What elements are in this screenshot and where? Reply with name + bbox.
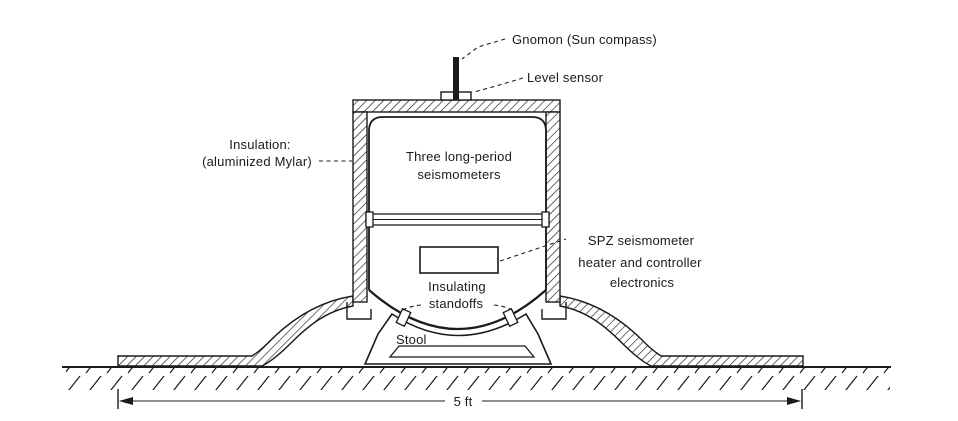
stool-label: Stool [396,332,427,347]
thermal-skirt-right [559,295,804,367]
housing-foot-right [541,302,567,320]
spz-label-line3: electronics [610,275,675,290]
insulating-standoff-right [502,307,519,328]
insulation-wall-left [352,111,368,303]
housing-foot-left [346,302,372,320]
long-period-seismometers-label-line1: Three long-period [406,149,512,164]
dimension-arrow-left [119,397,133,405]
thermal-skirt-left [117,295,354,367]
insulation-wall-right [545,111,561,303]
spz-electronics-box [419,246,499,274]
standoff-leader-right [493,304,516,313]
dimension-label: 5 ft [454,394,473,409]
level-sensor-label: Level sensor [527,70,604,85]
spz-label-line1: SPZ seismometer [588,233,695,248]
gnomon-rod [453,57,459,100]
insulation-lid [352,99,561,113]
insulation-label-line2: (aluminized Mylar) [202,154,312,169]
stool-band [388,345,536,358]
ground-hatching [66,368,890,390]
standoff-leader-left [399,304,422,313]
dimension-arrow-right [787,397,801,405]
shelf-endcap-left [365,211,374,228]
insulating-standoff-left [395,307,412,328]
package-bowl-bottom [368,289,547,330]
gnomon-label: Gnomon (Sun compass) [512,32,657,47]
long-period-seismometers-label-line2: seismometers [417,167,501,182]
level-sensor-leader-line [473,77,524,93]
insulation-label-line1: Insulation: [229,137,290,152]
insulating-standoffs-label-line2: standoffs [429,296,484,311]
seismometer-compartment [368,116,547,290]
insulating-standoffs-label-line1: Insulating [428,279,486,294]
gnomon-leader-line [461,38,506,60]
shelf-endcap-right [541,211,550,228]
spz-label-line2: heater and controller [578,255,702,270]
